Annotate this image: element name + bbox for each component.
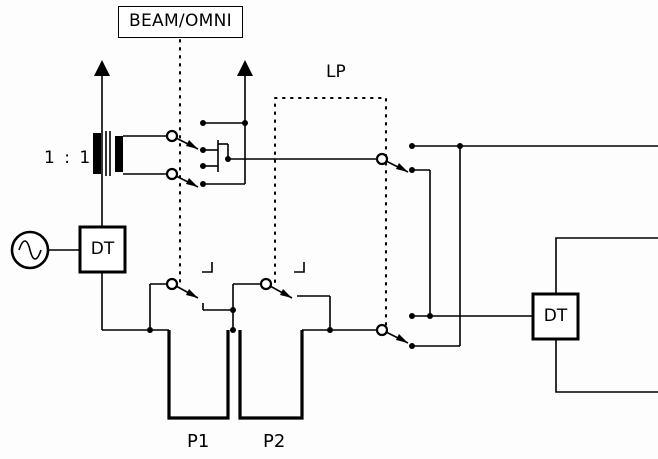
switch-contact-network <box>200 72 378 187</box>
p1-loop <box>167 330 230 420</box>
contact-mark <box>294 262 305 273</box>
switch-icon <box>165 277 199 299</box>
p2-loop <box>238 330 304 420</box>
switch-icon <box>165 167 199 188</box>
p1-label: P1 <box>187 431 210 452</box>
arrow-up-icon <box>237 60 253 76</box>
lp-label: LP <box>326 62 346 82</box>
switch-icon <box>375 323 409 344</box>
dt-right-upper-output <box>555 237 658 294</box>
switch-icon <box>259 277 293 299</box>
beam-omni-label: BEAM/OMNI <box>118 6 243 38</box>
dt-right-lower-output <box>555 339 658 393</box>
right-wiring-network <box>409 143 658 349</box>
lp-control-link <box>274 97 387 331</box>
arrow-up-icon <box>94 60 110 76</box>
dt-right-label: DT <box>543 306 568 326</box>
transformer-icon <box>93 131 123 176</box>
contact-mark <box>202 262 213 273</box>
switch-icon <box>375 152 409 173</box>
transformer-ratio-label: 1 : 1 <box>44 148 93 168</box>
p2-label: P2 <box>263 431 286 452</box>
switch-icon <box>165 129 199 150</box>
dt-left-label: DT <box>90 239 115 259</box>
lower-wiring-network <box>101 272 378 333</box>
ac-source-icon <box>10 230 50 270</box>
